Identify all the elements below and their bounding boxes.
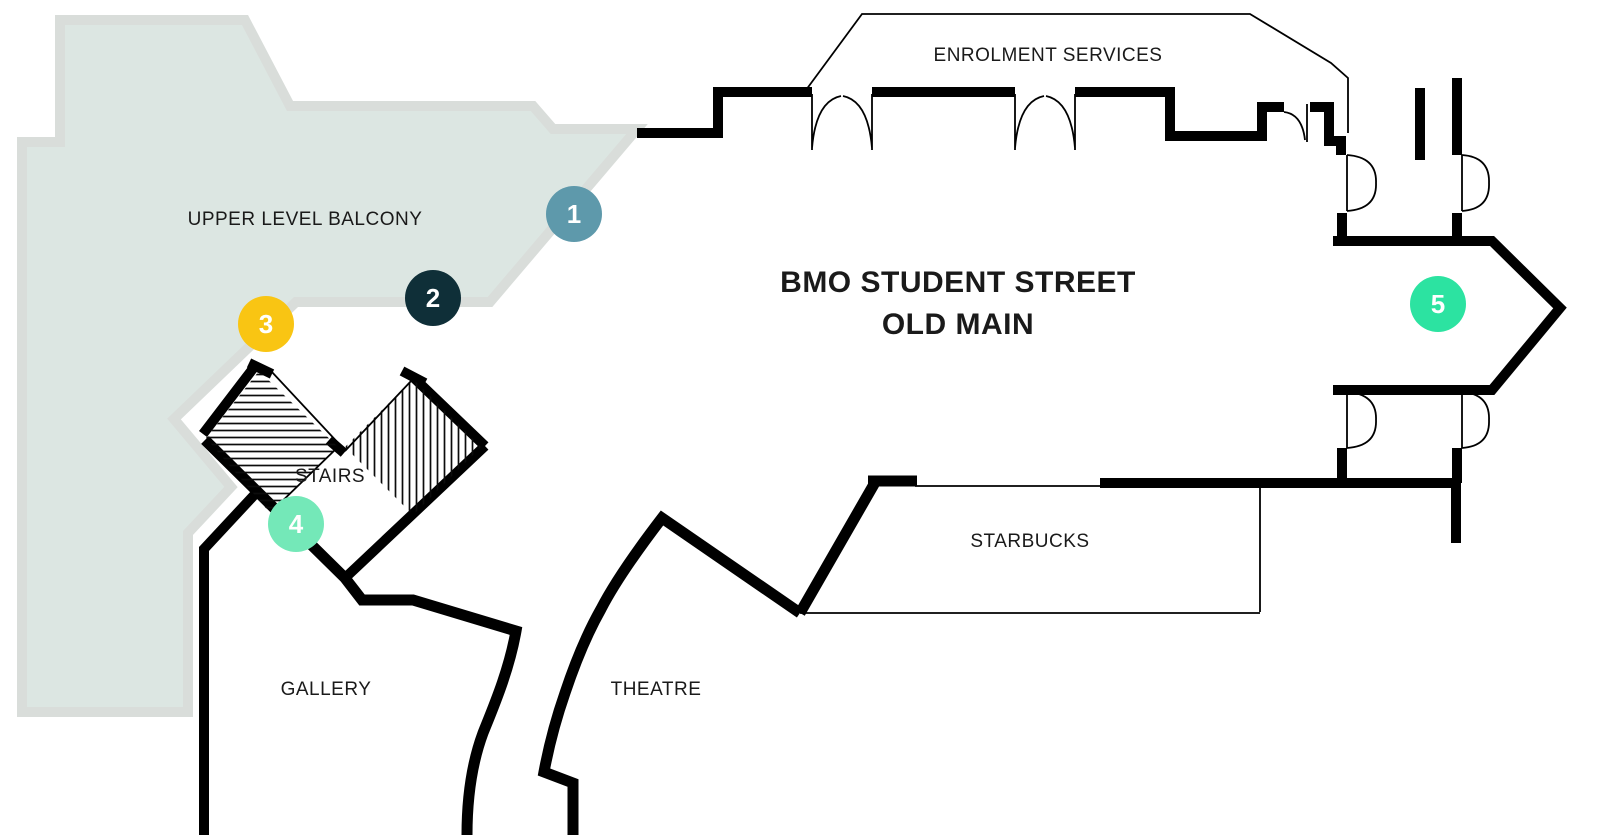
marker-4[interactable]: 4 bbox=[268, 496, 324, 552]
east-point-wall bbox=[1333, 236, 1567, 395]
theatre-label: THEATRE bbox=[611, 679, 702, 700]
gallery-label: GALLERY bbox=[281, 679, 372, 700]
starbucks-counter-outline bbox=[800, 485, 1261, 614]
northeast-wall-stubs bbox=[1415, 78, 1462, 160]
vestibule-mullions bbox=[1337, 213, 1462, 483]
enrolment-services-label: ENROLMENT SERVICES bbox=[934, 45, 1163, 66]
marker-4-number: 4 bbox=[289, 509, 304, 539]
gallery-stairs-wall bbox=[201, 436, 523, 835]
marker-5-circle[interactable] bbox=[1410, 276, 1466, 332]
double-door-icon bbox=[1014, 94, 1076, 150]
page-title-line2: OLD MAIN bbox=[882, 308, 1034, 341]
enrolment-callout-outline bbox=[805, 13, 1349, 133]
vestibule-door-icons bbox=[1346, 154, 1490, 449]
balcony-label: UPPER LEVEL BALCONY bbox=[188, 209, 423, 230]
marker-4-circle[interactable] bbox=[268, 496, 324, 552]
theatre-wall bbox=[537, 510, 804, 835]
single-door-icon bbox=[1283, 104, 1308, 142]
marker-1[interactable]: 1 bbox=[546, 186, 602, 242]
starbucks-walls bbox=[795, 475, 917, 616]
north-wall bbox=[637, 87, 1346, 155]
thin-lines bbox=[270, 13, 1490, 614]
marker-5[interactable]: 5 bbox=[1410, 276, 1466, 332]
upper-level-balcony-area bbox=[17, 15, 648, 717]
stairs-edges bbox=[270, 370, 482, 518]
stairs-left-flight-treads bbox=[206, 371, 338, 513]
stairs-right-flight-treads bbox=[345, 379, 481, 515]
marker-2-circle[interactable] bbox=[405, 270, 461, 326]
gallery-left-wall bbox=[199, 488, 261, 835]
marker-3-circle[interactable] bbox=[238, 296, 294, 352]
page-title-line1: BMO STUDENT STREET bbox=[780, 266, 1136, 299]
marker-1-circle[interactable] bbox=[546, 186, 602, 242]
marker-3-number: 3 bbox=[259, 309, 273, 339]
south-east-wall bbox=[1100, 478, 1461, 543]
marker-3[interactable]: 3 bbox=[238, 296, 294, 352]
marker-2[interactable]: 2 bbox=[405, 270, 461, 326]
marker-2-number: 2 bbox=[426, 283, 440, 313]
marker-5-number: 5 bbox=[1431, 289, 1445, 319]
marker-1-number: 1 bbox=[567, 199, 581, 229]
stairs-label: STAIRS bbox=[295, 466, 365, 487]
starbucks-label: STARBUCKS bbox=[970, 531, 1089, 552]
double-door-icon bbox=[811, 94, 873, 150]
